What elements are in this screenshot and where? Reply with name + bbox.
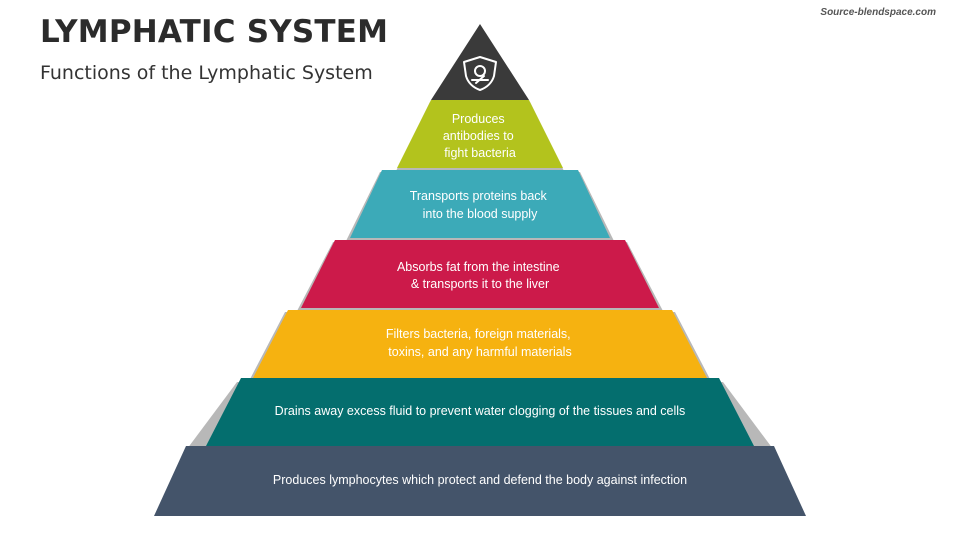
tier-label: Drains away excess fluid to prevent wate… xyxy=(275,404,686,418)
tier-label: Transports proteins back into the blood … xyxy=(410,189,551,221)
tier-band xyxy=(253,310,707,378)
source-credit: Source-blendspace.com xyxy=(820,7,936,18)
apex-triangle xyxy=(431,24,529,100)
tier-label: Produces lymphocytes which protect and d… xyxy=(273,473,687,487)
tier-band xyxy=(397,100,563,168)
pyramid-tier-3: Absorbs fat from the intestine & transpo… xyxy=(297,240,663,311)
tier-label-line: toxins, and any harmful materials xyxy=(388,345,571,359)
tier-band xyxy=(206,378,754,446)
tier-label-line: Produces lymphocytes which protect and d… xyxy=(273,473,687,487)
tier-band xyxy=(154,446,806,516)
tier-label-line: Transports proteins back xyxy=(410,189,548,203)
tier-label: Absorbs fat from the intestine & transpo… xyxy=(397,260,563,291)
tier-label: Produces antibodies to fight bacteria xyxy=(443,112,517,160)
tier-label-line: Drains away excess fluid to prevent wate… xyxy=(275,404,686,418)
page-subtitle: Functions of the Lymphatic System xyxy=(40,62,373,84)
pyramid-tier-2: Transports proteins back into the blood … xyxy=(346,170,614,241)
tier-label-line: fight bacteria xyxy=(444,146,516,160)
tier-label-line: into the blood supply xyxy=(423,207,538,221)
tier-label-line: Absorbs fat from the intestine xyxy=(397,260,560,274)
pyramid-apex xyxy=(431,24,529,100)
pyramid-tier-4: Filters bacteria, foreign materials, tox… xyxy=(249,310,711,381)
tier-label-line: Produces xyxy=(452,112,505,126)
tier-label-line: antibodies to xyxy=(443,129,514,143)
tier-band xyxy=(350,170,610,238)
pyramid-tier-5: Drains away excess fluid to prevent wate… xyxy=(187,378,773,449)
tier-label-line: Filters bacteria, foreign materials, xyxy=(386,327,571,341)
lymph-shield-icon xyxy=(463,56,497,91)
pyramid-tier-6: Produces lymphocytes which protect and d… xyxy=(154,446,806,516)
tier-label-line: & transports it to the liver xyxy=(411,277,549,291)
pyramid-tier-1: Produces antibodies to fight bacteria xyxy=(396,100,564,171)
page-title: LYMPHATIC SYSTEM xyxy=(40,14,389,50)
tier-band xyxy=(301,240,659,308)
tier-label: Filters bacteria, foreign materials, tox… xyxy=(386,327,574,359)
